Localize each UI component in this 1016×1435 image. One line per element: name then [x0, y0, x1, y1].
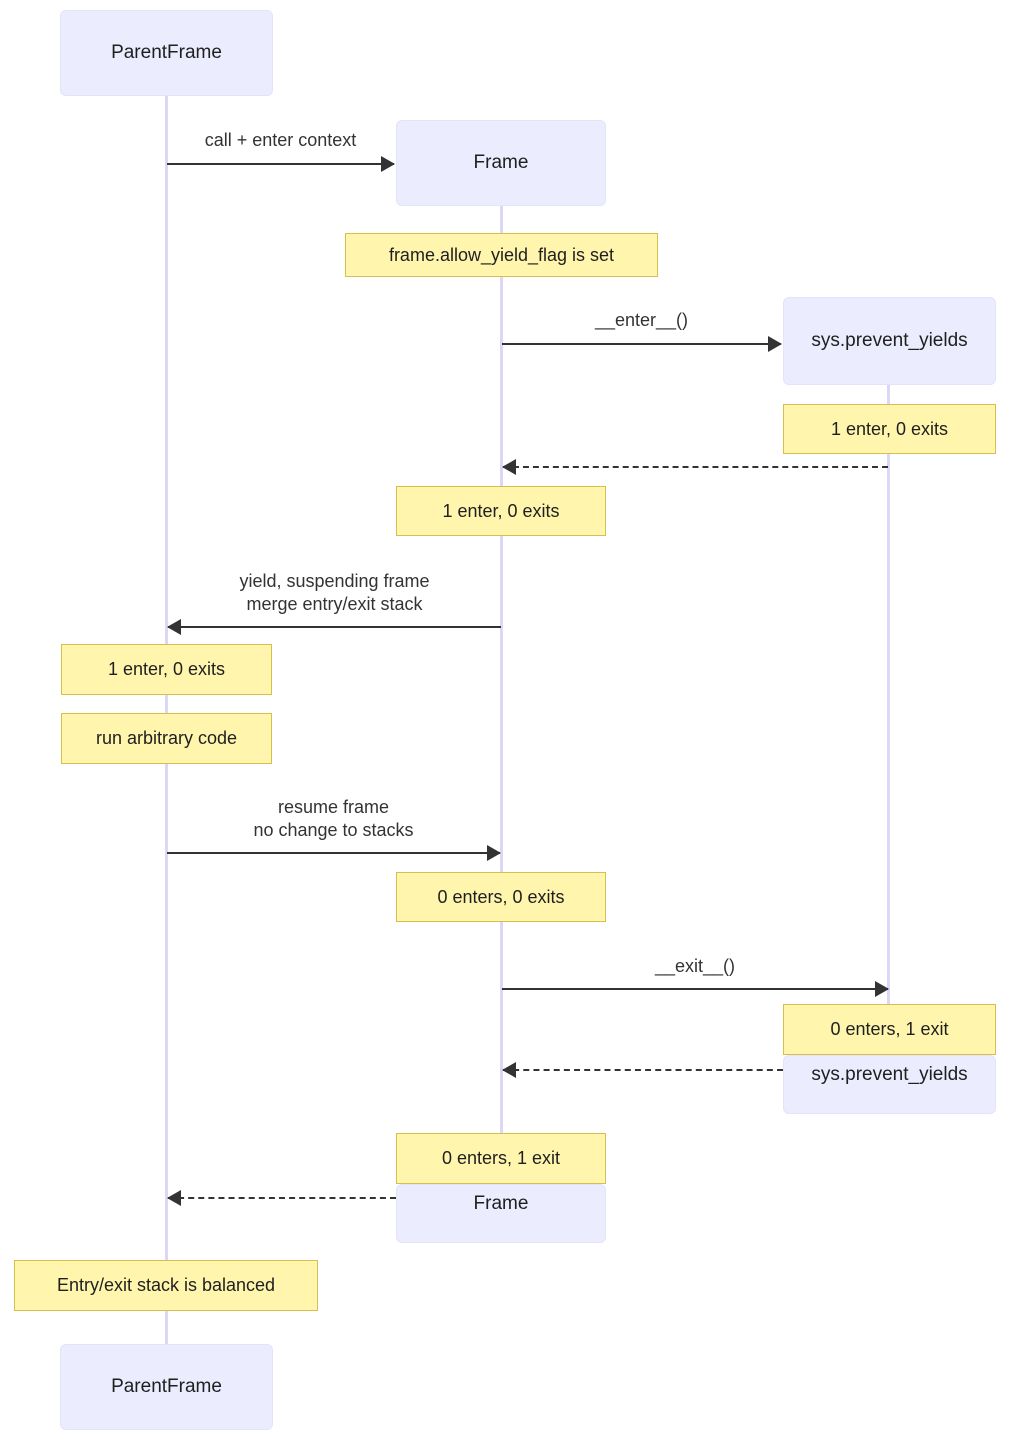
- msg-return-enter-line: [503, 466, 888, 468]
- participant-box-parent-bottom: ParentFrame: [60, 1344, 273, 1430]
- msg-exit-line: [502, 988, 888, 990]
- msg-enter-label: __enter__(): [594, 310, 689, 330]
- note-sys-1e0x: 1 enter, 0 exits: [783, 404, 996, 454]
- msg-return-frame-line: [168, 1197, 396, 1199]
- msg-call-enter-context-line: [167, 163, 394, 165]
- note-sys-0e1x: 0 enters, 1 exit: [783, 1004, 996, 1055]
- note-run-arbitrary: run arbitrary code: [61, 713, 272, 764]
- participant-box-sys-bottom: sys.prevent_yields: [783, 1055, 996, 1114]
- msg-call-enter-context-label: call + enter context: [204, 130, 357, 150]
- lifeline-frame: [500, 206, 503, 1184]
- participant-box-frame-top: Frame: [396, 120, 606, 206]
- note-frame-0e1x: 0 enters, 1 exit: [396, 1133, 606, 1184]
- note-balanced: Entry/exit stack is balanced: [14, 1260, 318, 1311]
- msg-exit-arrowhead-icon: [875, 981, 889, 997]
- note-frame-0e0x: 0 enters, 0 exits: [396, 872, 606, 922]
- lifeline-sys: [887, 385, 890, 1055]
- msg-return-enter-arrowhead-icon: [502, 459, 516, 475]
- note-frame-1e0x: 1 enter, 0 exits: [396, 486, 606, 536]
- note-parent-1e0x: 1 enter, 0 exits: [61, 644, 272, 695]
- msg-resume-frame-label: resume frame no change to stacks: [253, 797, 414, 841]
- msg-resume-frame-arrowhead-icon: [487, 845, 501, 861]
- msg-return-frame-arrowhead-icon: [167, 1190, 181, 1206]
- msg-yield-suspend-arrowhead-icon: [167, 619, 181, 635]
- msg-exit-label: __exit__(): [654, 956, 736, 976]
- note-allow-yield: frame.allow_yield_flag is set: [345, 233, 658, 277]
- participant-box-parent-top: ParentFrame: [60, 10, 273, 96]
- participant-box-frame-bottom: Frame: [396, 1184, 606, 1243]
- msg-enter-arrowhead-icon: [768, 336, 782, 352]
- msg-yield-suspend-label: yield, suspending frame merge entry/exit…: [239, 571, 430, 615]
- msg-return-exit-arrowhead-icon: [502, 1062, 516, 1078]
- msg-yield-suspend-line: [168, 626, 501, 628]
- participant-box-sys-top: sys.prevent_yields: [783, 297, 996, 385]
- msg-enter-line: [502, 343, 781, 345]
- msg-resume-frame-line: [167, 852, 500, 854]
- msg-call-enter-context-arrowhead-icon: [381, 156, 395, 172]
- msg-return-exit-line: [503, 1069, 783, 1071]
